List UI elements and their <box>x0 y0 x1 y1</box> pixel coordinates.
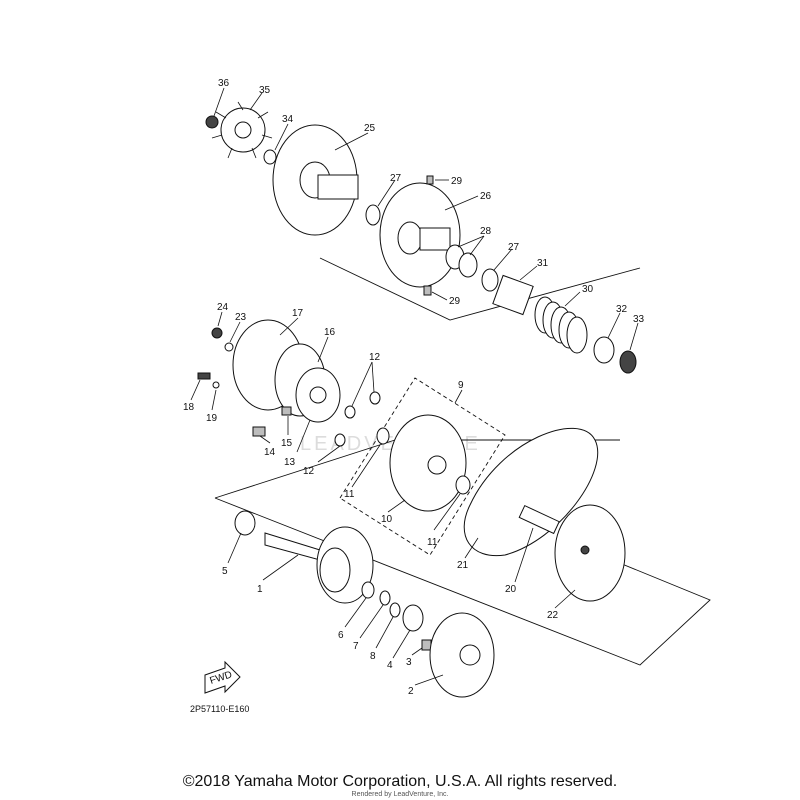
callout-35: 35 <box>259 85 271 96</box>
callout-11a: 11 <box>344 489 355 500</box>
callout-34: 34 <box>282 114 294 125</box>
callout-21: 21 <box>457 560 469 571</box>
callout-16: 16 <box>324 327 336 338</box>
spring-30 <box>534 296 588 354</box>
callout-3: 3 <box>406 657 412 668</box>
nut-24 <box>211 327 223 339</box>
washer-19 <box>212 381 220 389</box>
nut-36 <box>205 115 219 129</box>
shaft-20 <box>518 504 560 535</box>
callout-33: 33 <box>633 314 645 325</box>
callouts: 1 2 3 4 5 6 7 8 9 10 11 11 12 12 13 14 <box>183 78 645 697</box>
shaft-1 <box>264 532 321 561</box>
collar-27a <box>365 204 381 226</box>
exploded-parts-diagram: LEADVENTURE <box>183 78 711 714</box>
copyright-notice: ©2018 Yamaha Motor Corporation, U.S.A. A… <box>182 773 618 790</box>
callout-10: 10 <box>381 514 393 525</box>
callout-12b: 12 <box>303 466 315 477</box>
nut-33 <box>619 350 637 374</box>
washer-23 <box>224 342 234 352</box>
callout-36: 36 <box>218 78 230 89</box>
callout-29a: 29 <box>451 176 463 187</box>
callout-19: 19 <box>206 413 218 424</box>
callout-31: 31 <box>537 258 549 269</box>
callout-6: 6 <box>338 630 344 641</box>
callout-28: 28 <box>480 226 492 237</box>
callout-32: 32 <box>616 304 628 315</box>
fan-assembly <box>211 101 273 159</box>
callout-29b: 29 <box>449 296 461 307</box>
callout-27b: 27 <box>508 242 520 253</box>
spring-3 <box>421 639 432 651</box>
callout-14: 14 <box>264 447 276 458</box>
circlip-5 <box>234 510 256 536</box>
callout-17: 17 <box>292 308 304 319</box>
callout-27a: 27 <box>390 173 402 184</box>
pin-29-top <box>426 175 434 185</box>
nut-4 <box>402 604 424 632</box>
callout-8: 8 <box>370 651 376 662</box>
circlip-7 <box>379 590 391 606</box>
sheave-22 <box>554 504 626 602</box>
render-credit: Rendered by LeadVenture, Inc. <box>351 791 449 798</box>
callout-30: 30 <box>582 284 594 295</box>
washer-8 <box>389 602 401 618</box>
lower-frame-left <box>214 439 396 499</box>
sleeve-31 <box>492 274 534 316</box>
belt-21 <box>463 427 599 557</box>
slider-14 <box>252 426 266 437</box>
callout-15: 15 <box>281 438 293 449</box>
callout-13: 13 <box>284 457 296 468</box>
callout-23: 23 <box>235 312 247 323</box>
washer-11a <box>376 427 390 445</box>
callout-7: 7 <box>353 641 359 652</box>
callout-25: 25 <box>364 123 376 134</box>
weights-12 <box>334 391 381 447</box>
bolt-18 <box>197 372 211 380</box>
bearing-6 <box>361 581 375 599</box>
collar-27b <box>481 268 499 292</box>
callout-26: 26 <box>480 191 492 202</box>
callout-20: 20 <box>505 584 517 595</box>
fwd-arrow-icon: FWD <box>204 660 241 694</box>
callout-1: 1 <box>257 584 263 595</box>
callout-2: 2 <box>408 686 414 697</box>
callout-5: 5 <box>222 566 228 577</box>
sheave-shaft-25 <box>317 174 359 200</box>
diagram-code: 2P57110-E160 <box>190 704 249 714</box>
spacer-15 <box>281 406 292 416</box>
pin-29-bottom <box>423 285 432 296</box>
callout-9: 9 <box>458 380 464 391</box>
callout-18: 18 <box>183 402 195 413</box>
oring-28b <box>458 252 478 278</box>
washer-32 <box>593 336 615 364</box>
secondary-frame <box>339 377 506 556</box>
callout-4: 4 <box>387 660 393 671</box>
washer-34 <box>263 149 277 165</box>
callout-24: 24 <box>217 302 229 313</box>
callout-22: 22 <box>547 610 559 621</box>
callout-12a: 12 <box>369 352 381 363</box>
upper-frame <box>319 257 641 321</box>
callout-11b: 11 <box>427 537 438 548</box>
washer-11b <box>455 475 471 495</box>
lower-frame <box>214 497 711 666</box>
